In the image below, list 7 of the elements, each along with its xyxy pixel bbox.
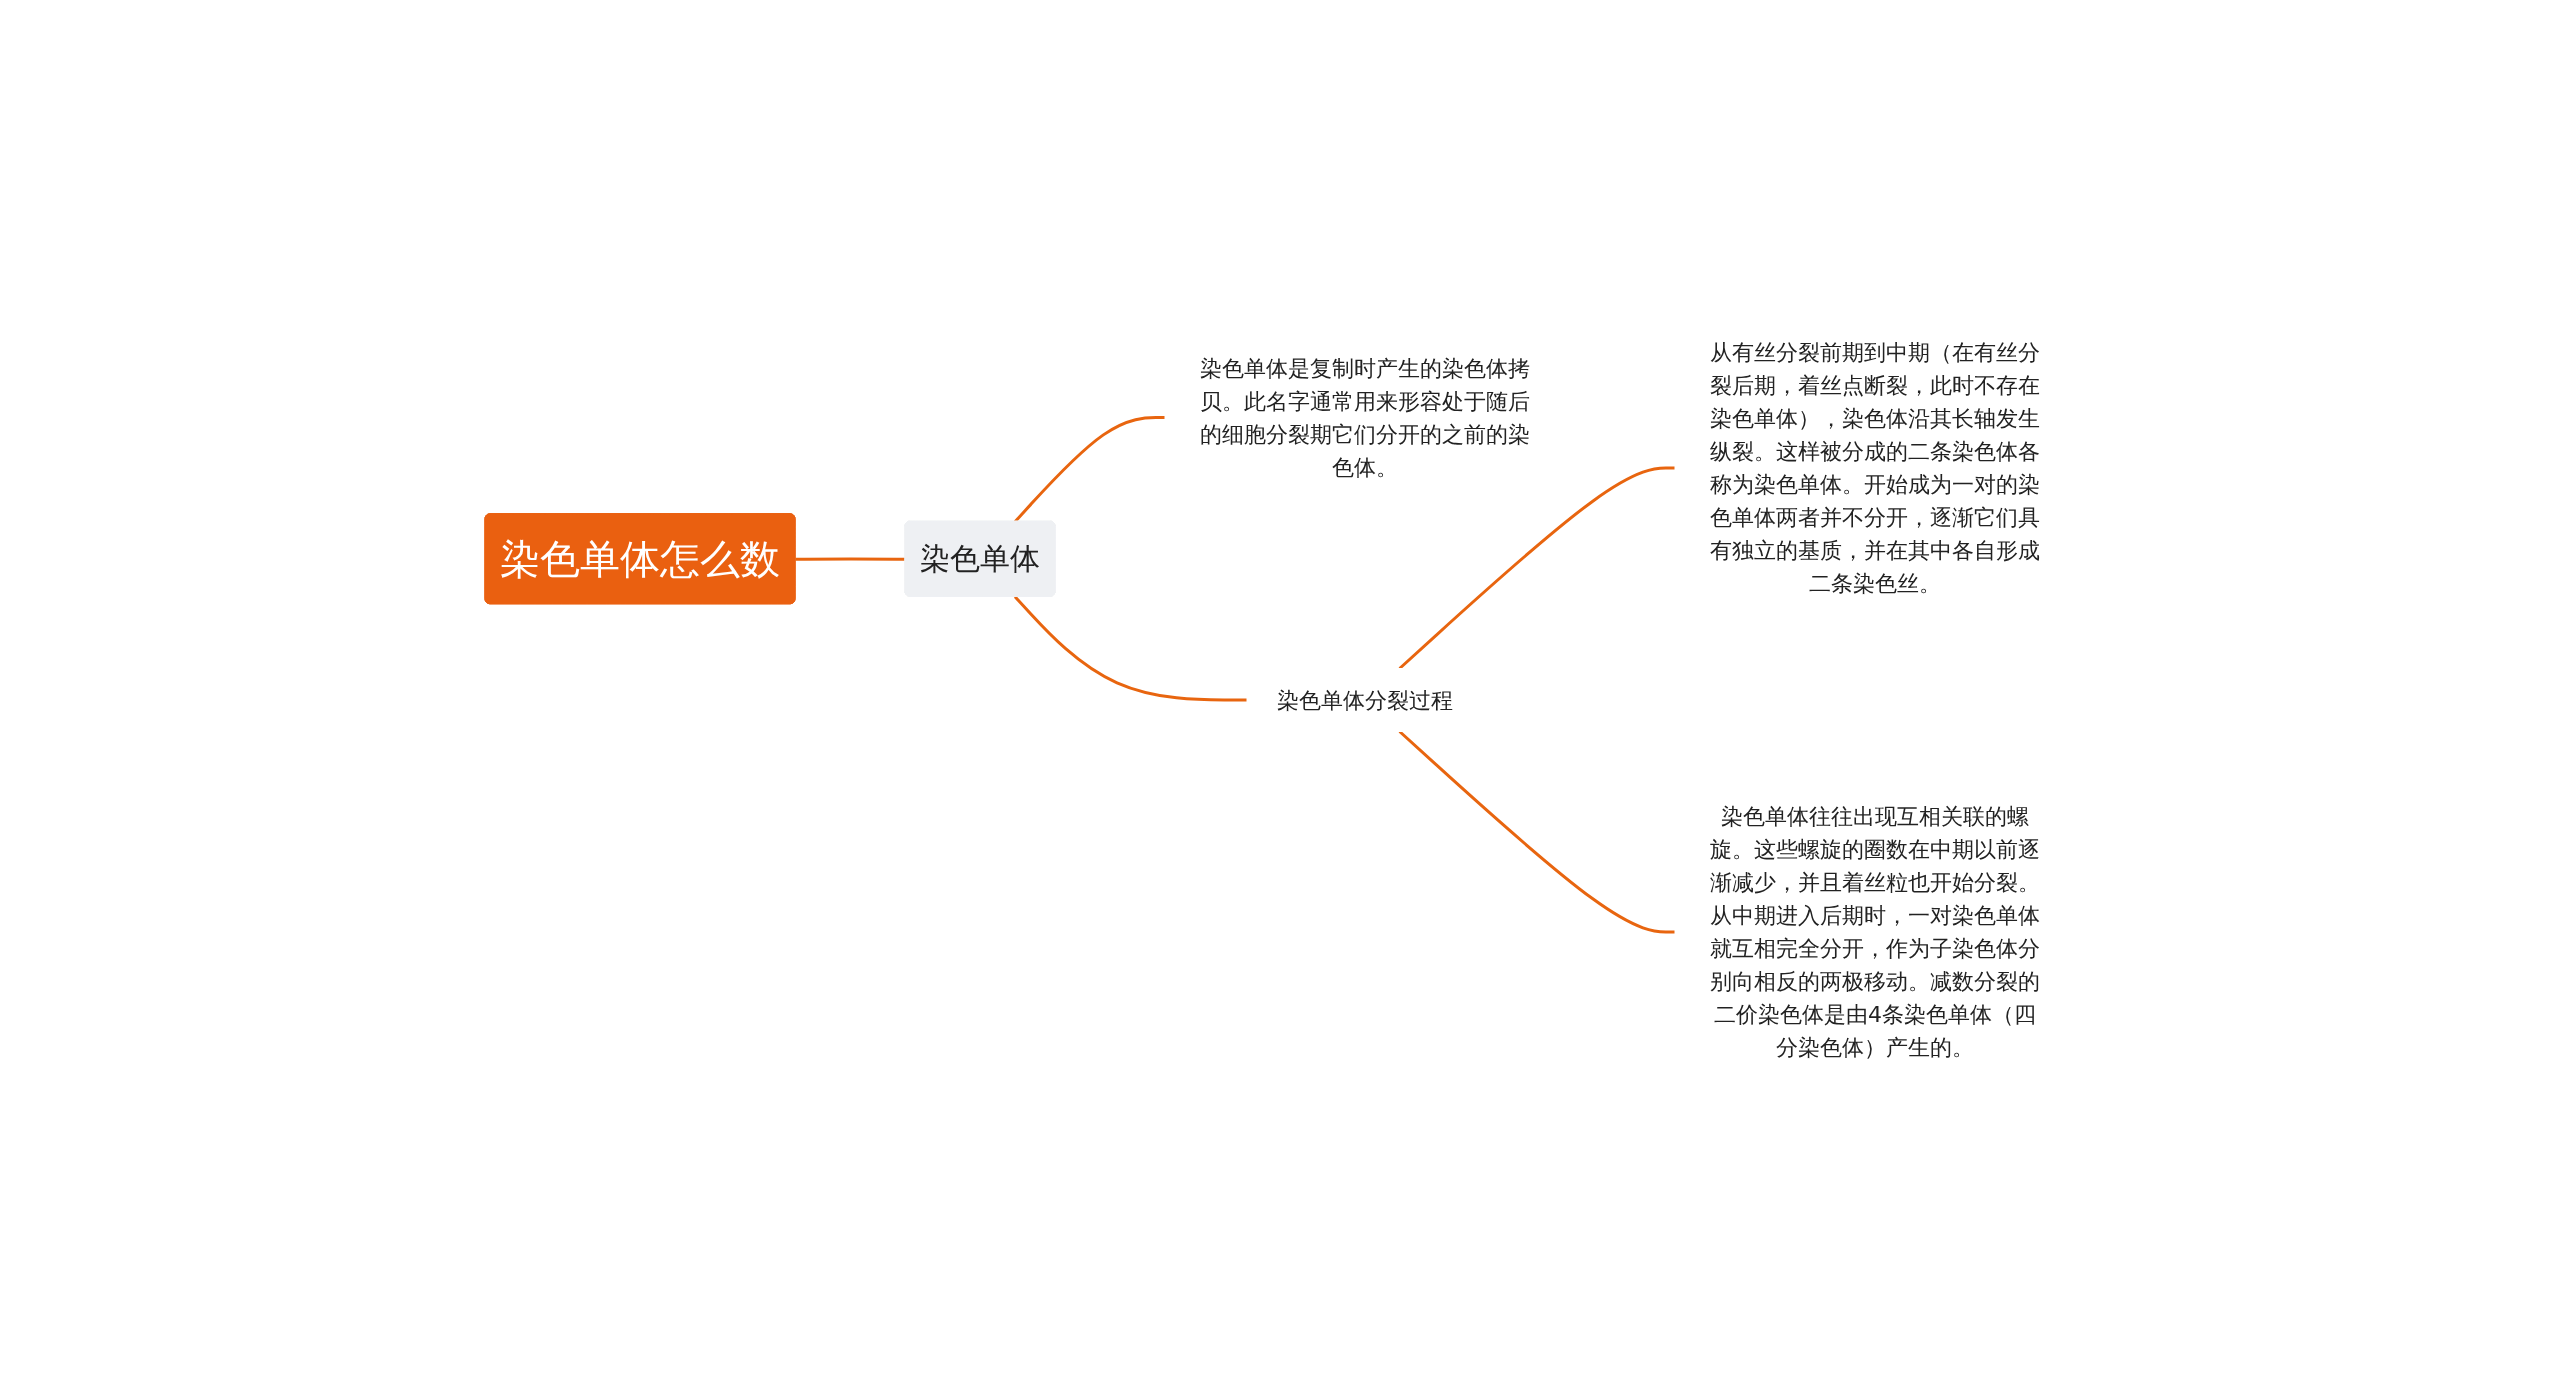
node-text: 从有丝分裂前期到中期（在有丝分裂后期，着丝点断裂，此时不存在染色单体），染色体沿其长轴发生纵裂。这样被分成的二条染色体各称为染色单体。开始成为一对的染色单体两者并不分开，逐渐它们具有独立的基质，并在其中各自形成二条染色丝。	[1710, 339, 2040, 596]
connector	[1013, 595, 1247, 701]
node-text: 染色单体是复制时产生的染色体拷贝。此名字通常用来形容处于随后的细胞分裂期它们分开的之前的染色体。	[1200, 355, 1530, 479]
connector	[1398, 466, 1675, 670]
connector	[795, 556, 906, 561]
node-text: 染色单体往往出现互相关联的螺旋。这些螺旋的圈数在中期以前逐渐减少，并且着丝粒也开始分裂。从中期进入后期时，一对染色单体就互相完全分开，作为子染色体分别向相反的两极移动。减数分裂的二价染色体是由4条染色单体（四分染色体）产生的。	[1710, 803, 2040, 1060]
node-text: 染色单体分裂过程	[1277, 687, 1453, 712]
